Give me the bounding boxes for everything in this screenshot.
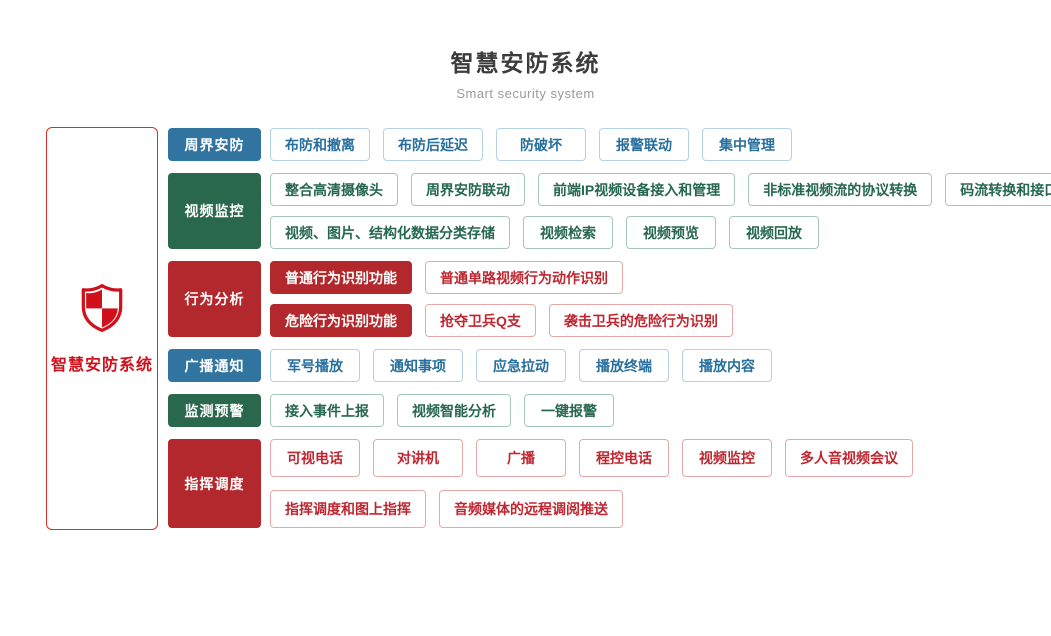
feature-item: 军号播放	[270, 349, 360, 382]
section-rows: 布防和撤离布防后延迟防破坏报警联动集中管理	[270, 128, 792, 161]
feature-item: 周界安防联动	[411, 173, 525, 206]
feature-item: 视频回放	[729, 216, 819, 249]
category-label: 监测预警	[168, 394, 261, 427]
section-1: 视频监控整合高清摄像头周界安防联动前端IP视频设备接入和管理非标准视频流的协议转…	[168, 173, 1051, 249]
feature-item: 多人音视频会议	[785, 439, 913, 477]
feature-row: 军号播放通知事项应急拉动播放终端播放内容	[270, 349, 772, 382]
section-2: 行为分析普通行为识别功能普通单路视频行为动作识别危险行为识别功能抢夺卫兵Q支袭击…	[168, 261, 1051, 337]
feature-item: 布防后延迟	[383, 128, 483, 161]
section-rows: 普通行为识别功能普通单路视频行为动作识别危险行为识别功能抢夺卫兵Q支袭击卫兵的危…	[270, 261, 733, 337]
category-label: 视频监控	[168, 173, 261, 249]
feature-item: 前端IP视频设备接入和管理	[538, 173, 736, 206]
page-title: 智慧安防系统	[450, 50, 601, 76]
feature-item: 非标准视频流的协议转换	[748, 173, 933, 206]
shield-check-icon	[76, 282, 128, 339]
feature-item: 视频、图片、结构化数据分类存储	[270, 216, 510, 249]
feature-item: 视频检索	[523, 216, 613, 249]
section-4: 监测预警接入事件上报视频智能分析一键报警	[168, 394, 1051, 427]
feature-item: 通知事项	[373, 349, 463, 382]
feature-row: 危险行为识别功能抢夺卫兵Q支袭击卫兵的危险行为识别	[270, 304, 733, 337]
feature-item: 普通行为识别功能	[270, 261, 412, 294]
section-rows: 接入事件上报视频智能分析一键报警	[270, 394, 614, 427]
feature-row: 视频、图片、结构化数据分类存储视频检索视频预览视频回放	[270, 216, 1051, 249]
feature-item: 整合高清摄像头	[270, 173, 398, 206]
feature-row: 可视电话对讲机广播程控电话视频监控多人音视频会议	[270, 439, 913, 477]
feature-item: 视频智能分析	[397, 394, 511, 427]
feature-item: 一键报警	[524, 394, 614, 427]
feature-item: 可视电话	[270, 439, 360, 477]
category-label: 行为分析	[168, 261, 261, 337]
feature-row: 整合高清摄像头周界安防联动前端IP视频设备接入和管理非标准视频流的协议转换码流转…	[270, 173, 1051, 206]
feature-item: 应急拉动	[476, 349, 566, 382]
feature-item: 危险行为识别功能	[270, 304, 412, 337]
feature-row: 布防和撤离布防后延迟防破坏报警联动集中管理	[270, 128, 792, 161]
section-rows: 整合高清摄像头周界安防联动前端IP视频设备接入和管理非标准视频流的协议转换码流转…	[270, 173, 1051, 249]
page-subtitle: Smart security system	[456, 86, 595, 101]
category-label: 广播通知	[168, 349, 261, 382]
feature-item: 视频预览	[626, 216, 716, 249]
feature-item: 程控电话	[579, 439, 669, 477]
feature-item: 普通单路视频行为动作识别	[425, 261, 623, 294]
section-0: 周界安防布防和撤离布防后延迟防破坏报警联动集中管理	[168, 128, 1051, 161]
section-5: 指挥调度可视电话对讲机广播程控电话视频监控多人音视频会议指挥调度和图上指挥音频媒…	[168, 439, 1051, 528]
feature-item: 布防和撤离	[270, 128, 370, 161]
feature-row: 接入事件上报视频智能分析一键报警	[270, 394, 614, 427]
feature-item: 广播	[476, 439, 566, 477]
category-label: 周界安防	[168, 128, 261, 161]
feature-row: 普通行为识别功能普通单路视频行为动作识别	[270, 261, 733, 294]
category-label: 指挥调度	[168, 439, 261, 528]
page-header: 智慧安防系统 Smart security system	[0, 44, 1051, 101]
feature-item: 接入事件上报	[270, 394, 384, 427]
section-rows: 可视电话对讲机广播程控电话视频监控多人音视频会议指挥调度和图上指挥音频媒体的远程…	[270, 439, 913, 528]
root-node: 智慧安防系统	[46, 127, 158, 530]
feature-item: 码流转换和接口转换	[945, 173, 1051, 206]
section-3: 广播通知军号播放通知事项应急拉动播放终端播放内容	[168, 349, 1051, 382]
feature-item: 对讲机	[373, 439, 463, 477]
feature-item: 指挥调度和图上指挥	[270, 490, 426, 528]
feature-item: 抢夺卫兵Q支	[425, 304, 536, 337]
root-node-label: 智慧安防系统	[50, 357, 153, 374]
feature-item: 视频监控	[682, 439, 772, 477]
feature-item: 袭击卫兵的危险行为识别	[548, 304, 733, 337]
feature-item: 报警联动	[599, 128, 689, 161]
feature-item: 播放内容	[682, 349, 772, 382]
feature-item: 音频媒体的远程调阅推送	[439, 490, 623, 528]
feature-row: 指挥调度和图上指挥音频媒体的远程调阅推送	[270, 490, 913, 528]
feature-item: 集中管理	[702, 128, 792, 161]
feature-item: 播放终端	[579, 349, 669, 382]
section-rows: 军号播放通知事项应急拉动播放终端播放内容	[270, 349, 772, 382]
sections: 周界安防布防和撤离布防后延迟防破坏报警联动集中管理视频监控整合高清摄像头周界安防…	[168, 128, 1051, 528]
feature-item: 防破坏	[496, 128, 586, 161]
